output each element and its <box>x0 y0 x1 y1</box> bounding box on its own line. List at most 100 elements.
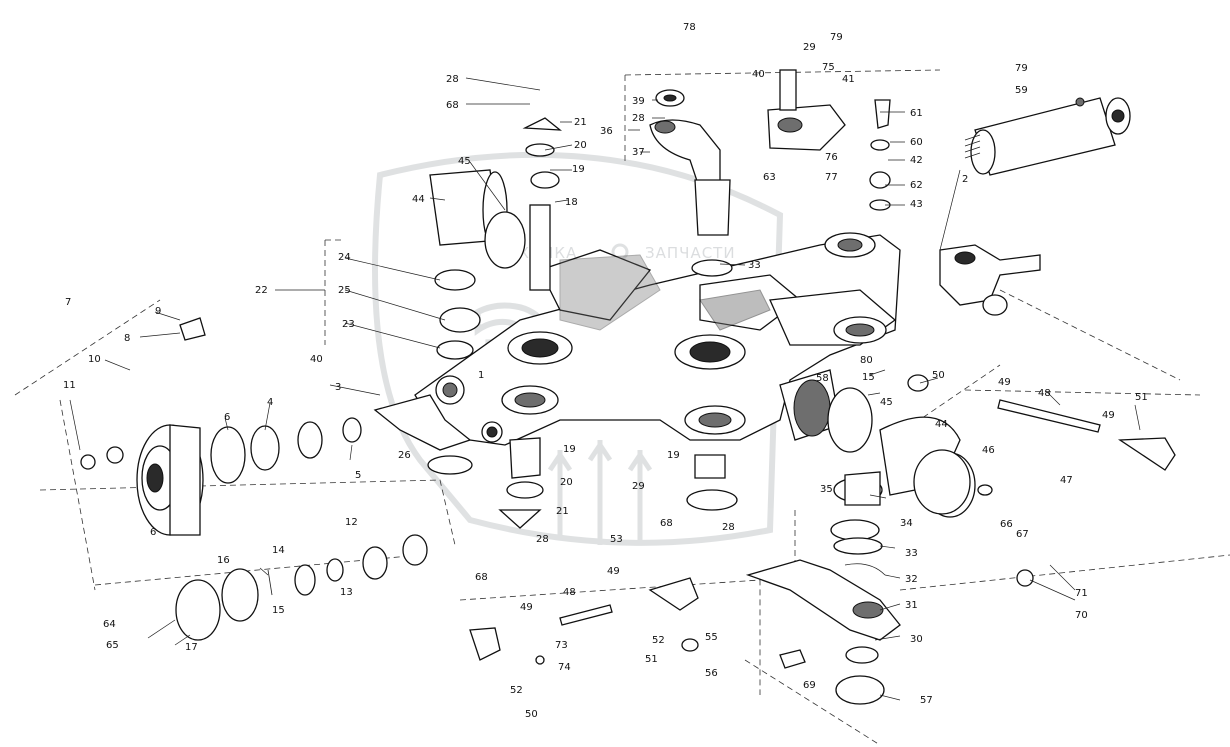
callout-2: 2 <box>962 174 968 185</box>
lower-left-bearings <box>175 534 428 641</box>
kingpin-stack-left <box>427 117 562 475</box>
callout-44: 44 <box>412 194 425 205</box>
callout-62: 62 <box>910 180 923 191</box>
callout-65: 65 <box>106 640 119 651</box>
callout-43: 43 <box>910 199 923 210</box>
callout-49: 49 <box>998 377 1011 388</box>
callout-28: 28 <box>446 74 459 85</box>
callout-34: 34 <box>900 518 913 529</box>
callout-66: 66 <box>1000 519 1013 530</box>
callout-42: 42 <box>910 155 923 166</box>
callout-16: 16 <box>217 555 230 566</box>
callout-14: 14 <box>272 545 285 556</box>
callout-26: 26 <box>398 450 411 461</box>
callout-79: 79 <box>1015 63 1028 74</box>
callout-56: 56 <box>705 668 718 679</box>
callouts: 78 79 29 40 75 41 79 59 28 68 21 20 19 3… <box>63 22 1148 720</box>
axle-housing <box>373 232 901 451</box>
callout-49: 49 <box>1102 410 1115 421</box>
watermark-right-text: ЗАПЧАСТИ <box>645 244 736 262</box>
callout-9: 9 <box>155 306 161 317</box>
callout-49: 49 <box>607 566 620 577</box>
callout-51: 51 <box>1135 392 1148 403</box>
callout-19: 19 <box>572 164 585 175</box>
callout-19: 19 <box>667 450 680 461</box>
callout-24: 24 <box>338 252 351 263</box>
callout-48: 48 <box>563 587 576 598</box>
callout-4: 4 <box>267 397 273 408</box>
callout-18: 18 <box>565 197 578 208</box>
callout-73: 73 <box>555 640 568 651</box>
leader-lines <box>69 77 1141 701</box>
callout-12: 12 <box>345 517 358 528</box>
callout-59: 59 <box>1015 85 1028 96</box>
callout-67: 67 <box>1016 529 1029 540</box>
callout-71: 71 <box>1075 588 1088 599</box>
callout-35: 35 <box>820 484 833 495</box>
callout-20: 20 <box>560 477 573 488</box>
callout-41: 41 <box>842 74 855 85</box>
callout-22: 22 <box>255 285 268 296</box>
callout-63: 63 <box>763 172 776 183</box>
callout-78: 78 <box>683 22 696 33</box>
callout-50: 50 <box>932 370 945 381</box>
callout-46: 46 <box>982 445 995 456</box>
callout-37: 37 <box>632 147 645 158</box>
callout-31: 31 <box>905 600 918 611</box>
callout-80: 80 <box>860 355 873 366</box>
callout-19: 19 <box>563 444 576 455</box>
callout-21: 21 <box>556 506 569 517</box>
callout-55: 55 <box>705 632 718 643</box>
callout-13: 13 <box>340 587 353 598</box>
callout-6: 6 <box>150 527 156 538</box>
callout-5: 5 <box>355 470 361 481</box>
callout-52: 52 <box>510 685 523 696</box>
callout-1: 1 <box>478 370 484 381</box>
callout-68: 68 <box>446 100 459 111</box>
callout-29: 29 <box>632 481 645 492</box>
tie-rod-arm <box>939 244 1041 316</box>
assembly-lines <box>14 69 1230 746</box>
callout-25: 25 <box>338 285 351 296</box>
callout-28: 28 <box>722 522 735 533</box>
tie-rods <box>469 374 1176 665</box>
callout-44: 44 <box>935 419 948 430</box>
callout-8: 8 <box>124 333 130 344</box>
callout-10: 10 <box>88 354 101 365</box>
callout-79: 79 <box>830 32 843 43</box>
callout-48: 48 <box>1038 388 1051 399</box>
callout-74: 74 <box>558 662 571 673</box>
left-hub <box>80 317 362 536</box>
callout-20: 20 <box>574 140 587 151</box>
callout-60: 60 <box>910 137 923 148</box>
callout-53: 53 <box>610 534 623 545</box>
callout-45: 45 <box>880 397 893 408</box>
callout-61: 61 <box>910 108 923 119</box>
callout-3: 3 <box>335 382 341 393</box>
callout-47: 47 <box>1060 475 1073 486</box>
callout-21: 21 <box>574 117 587 128</box>
callout-64: 64 <box>103 619 116 630</box>
callout-28: 28 <box>536 534 549 545</box>
callout-57: 57 <box>920 695 933 706</box>
callout-75: 75 <box>822 62 835 73</box>
callout-70: 70 <box>1075 610 1088 621</box>
callout-7: 7 <box>65 297 71 308</box>
callout-28: 28 <box>632 113 645 124</box>
callout-40: 40 <box>310 354 323 365</box>
callout-6: 6 <box>224 412 230 423</box>
wheat-icon <box>547 440 653 545</box>
hub-cover <box>913 449 993 515</box>
callout-11: 11 <box>63 380 76 391</box>
callout-15: 15 <box>272 605 285 616</box>
callout-52: 52 <box>652 635 665 646</box>
callout-15: 15 <box>862 372 875 383</box>
lower-steering-lever <box>745 559 1034 669</box>
callout-36: 36 <box>600 126 613 137</box>
callout-58: 58 <box>816 373 829 384</box>
callout-45: 45 <box>458 156 471 167</box>
hydraulic-cylinder <box>964 97 1131 176</box>
steering-arm-top <box>649 69 891 277</box>
callout-68: 68 <box>475 572 488 583</box>
